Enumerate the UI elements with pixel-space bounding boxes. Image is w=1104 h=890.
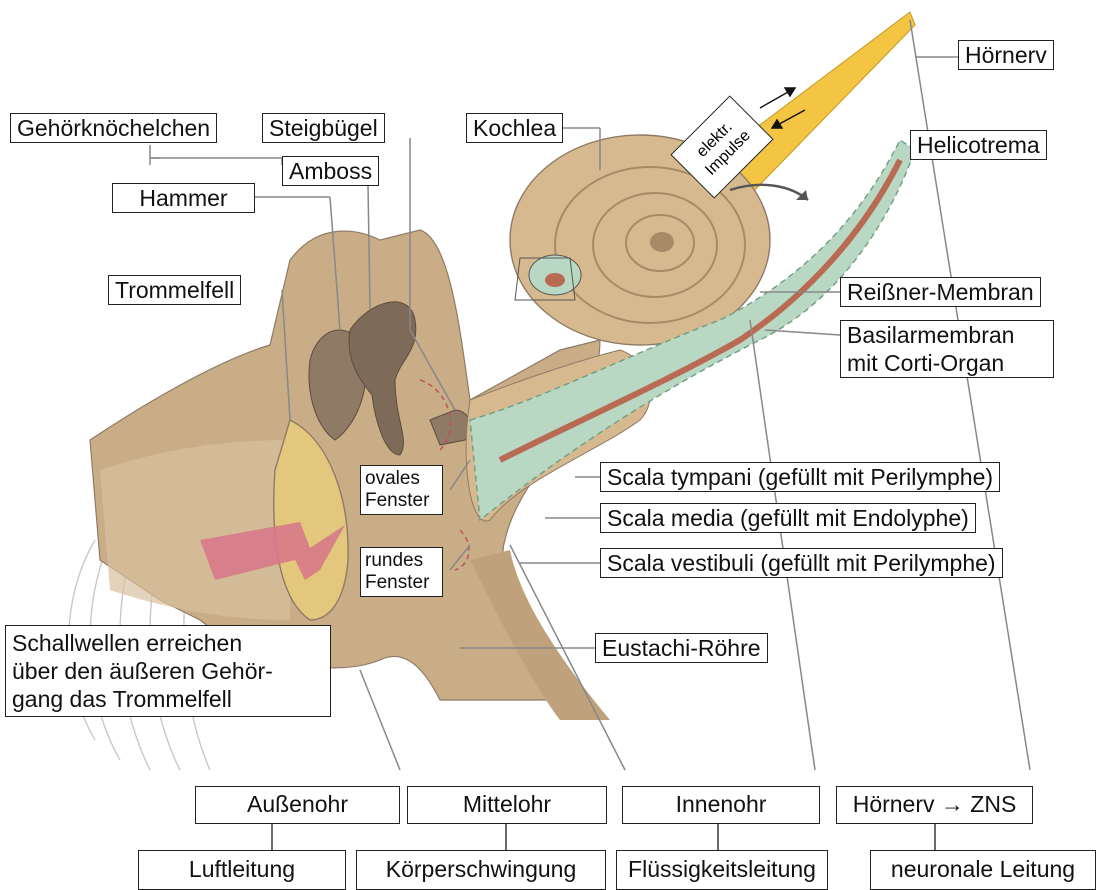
section-mittelohr: Mittelohr (407, 786, 607, 824)
schall-line-1: Schallwellen erreichen (12, 629, 324, 657)
label-trommelfell: Trommelfell (108, 275, 241, 305)
section-aussenohr: Außenohr (195, 786, 400, 824)
label-basilarmembran: Basilarmembran mit Corti-Organ (840, 320, 1054, 378)
label-eustachi-roehre: Eustachi-Röhre (595, 633, 768, 663)
basilar-line-1: Basilarmembran (847, 321, 1047, 349)
label-scala-vestibuli: Scala vestibuli (gefüllt mit Perilymphe) (600, 548, 1003, 578)
label-scala-tympani: Scala tympani (gefüllt mit Perilymphe) (600, 462, 1000, 492)
label-hammer: Hammer (112, 183, 255, 213)
label-ovales-fenster: ovales Fenster (360, 465, 443, 515)
section-innenohr: Innenohr (622, 786, 820, 824)
bottom-connectors (272, 823, 935, 850)
label-scala-media: Scala media (gefüllt mit Endolyphe) (600, 503, 976, 533)
schall-line-3: gang das Trommelfell (12, 685, 324, 713)
schall-line-2: über den äußeren Gehör- (12, 657, 324, 685)
conduction-fluessigkeitsleitung: Flüssigkeitsleitung (616, 850, 828, 890)
label-amboss: Amboss (282, 156, 379, 186)
label-hoernerv: Hörnerv (958, 40, 1054, 70)
conduction-neuronale-leitung: neuronale Leitung (870, 850, 1096, 890)
conduction-luftleitung: Luftleitung (138, 850, 346, 890)
section-hoernerv-zns: Hörnerv → ZNS (836, 786, 1033, 824)
label-helicotrema: Helicotrema (910, 130, 1047, 160)
label-kochlea: Kochlea (466, 113, 563, 143)
curved-arrowhead (796, 190, 808, 200)
ovales-line-2: Fenster (365, 490, 438, 512)
conduction-koerperschwingung: Körperschwingung (356, 850, 606, 890)
label-schallwellen: Schallwellen erreichen über den äußeren … (5, 625, 331, 717)
basilar-line-2: mit Corti-Organ (847, 349, 1047, 377)
ovales-line-1: ovales (365, 468, 438, 490)
rundes-line-2: Fenster (365, 572, 438, 594)
rundes-line-1: rundes (365, 550, 438, 572)
label-steigbuegel: Steigbügel (262, 113, 385, 143)
label-gehoerknoechelchen: Gehörknöchelchen (10, 113, 217, 143)
label-rundes-fenster: rundes Fenster (360, 547, 443, 597)
label-reissner-membran: Reißner-Membran (840, 277, 1041, 307)
